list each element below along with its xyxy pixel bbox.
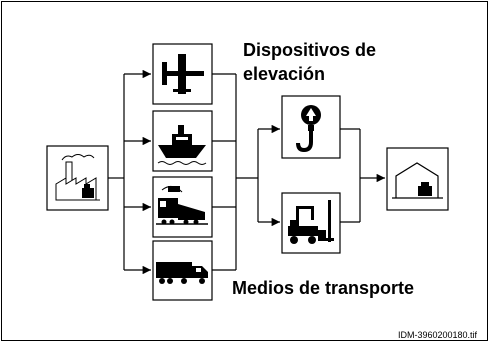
crane-node: [281, 95, 341, 159]
connectors: [108, 69, 385, 275]
forklift-icon: [288, 200, 334, 244]
airplane-node: [152, 43, 213, 105]
factory-node: [46, 145, 109, 211]
train-node: [152, 176, 213, 238]
factory-icon: [55, 154, 100, 201]
forklift-node: [281, 192, 341, 254]
crane-hook-icon: [296, 105, 321, 153]
warehouse-node: [386, 147, 449, 211]
airplane-icon: [162, 54, 204, 94]
lifting-devices-label: Dispositivos de elevación: [243, 40, 377, 84]
transport-means-label: Medios de transporte: [232, 278, 415, 298]
ship-icon: [157, 125, 207, 165]
train-icon: [156, 186, 208, 225]
truck-node: [152, 240, 213, 301]
warehouse-icon: [392, 162, 443, 199]
truck-icon: [156, 262, 208, 284]
file-reference: IDM-3960200180.tif: [398, 330, 478, 340]
ship-node: [152, 110, 213, 172]
